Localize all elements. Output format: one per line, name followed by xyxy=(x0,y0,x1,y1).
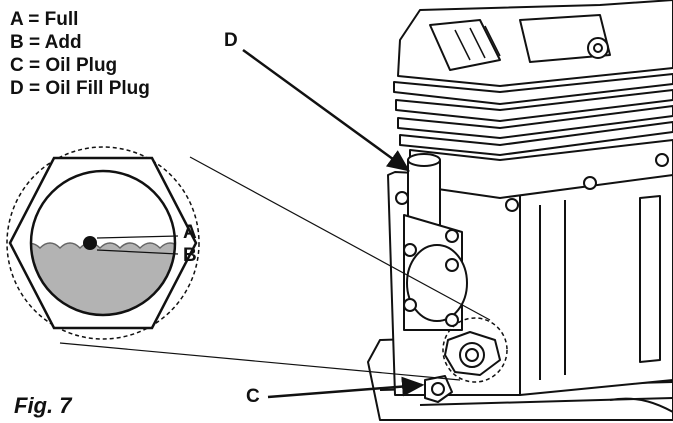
legend-item-b: B = Add xyxy=(10,32,82,53)
legend-item-c: C = Oil Plug xyxy=(10,55,118,76)
legend-item-a: A = Full xyxy=(10,9,79,30)
zoom-line-top xyxy=(189,156,491,321)
sight-glass-lens xyxy=(29,169,177,317)
legend-item-d: D = Oil Fill Plug xyxy=(10,78,150,99)
figure-caption: Fig. 7 xyxy=(14,393,72,418)
zoom-line-bottom xyxy=(59,342,461,381)
leader-a xyxy=(96,235,179,239)
sight-glass-highlight xyxy=(442,317,508,383)
callout-d: D xyxy=(224,30,238,51)
callout-b: B xyxy=(183,245,197,266)
cylinder-head xyxy=(397,0,673,87)
arrow-d xyxy=(242,48,411,172)
callout-a: A xyxy=(183,222,197,243)
full-mark-dot xyxy=(83,236,97,250)
legend: A = Full B = Add C = Oil Plug D = Oil Fi… xyxy=(10,8,150,100)
oil-fill-plug xyxy=(407,159,441,226)
leader-b xyxy=(96,249,179,255)
arrow-c xyxy=(267,376,425,399)
callout-c: C xyxy=(246,386,260,407)
